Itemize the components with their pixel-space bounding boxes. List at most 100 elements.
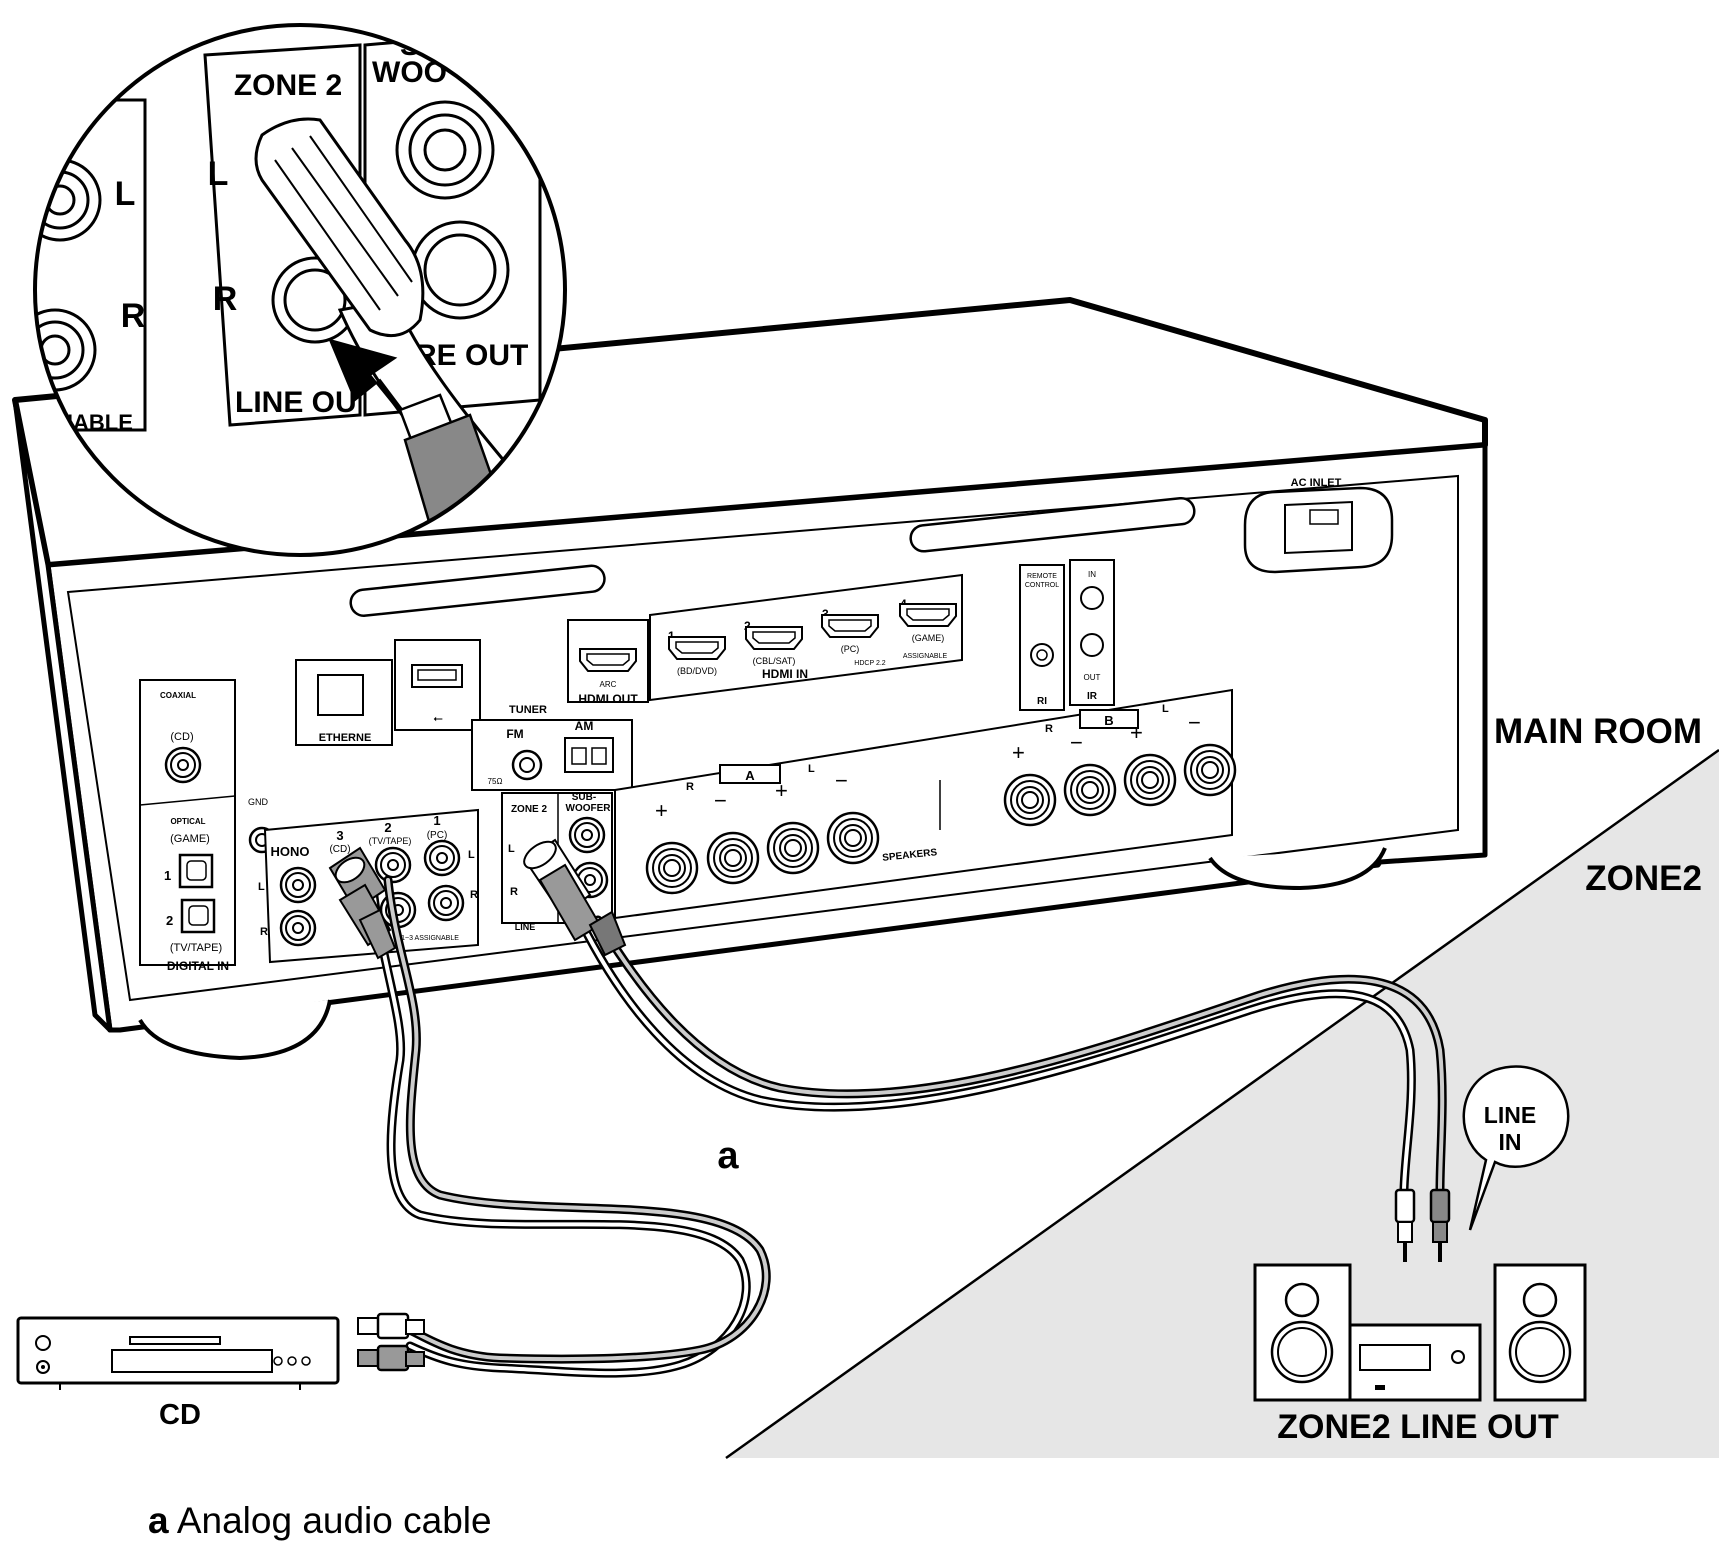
line-in-bubble — [1462, 1065, 1570, 1231]
analog-1-num: 1 — [433, 813, 440, 828]
am-label: AM — [575, 719, 594, 733]
zone2-line-out-label: ZONE2 LINE OUT — [1277, 1408, 1559, 1446]
ethernet-port[interactable] — [317, 674, 364, 716]
hdmi-in-3-name: (PC) — [841, 644, 860, 654]
analog-3-num: 3 — [336, 828, 343, 843]
analog-l: L — [468, 849, 475, 861]
speaker-a-r-plus: + — [655, 798, 668, 823]
optical-tv-tape-label: (TV/TAPE) — [170, 942, 222, 954]
phono-l: L — [258, 881, 265, 893]
ir-out-jack[interactable] — [1080, 633, 1104, 657]
analog-3-name: (CD) — [329, 844, 350, 855]
speaker-b-l-plus-post[interactable] — [1123, 753, 1177, 807]
cd-label: CD — [159, 1399, 201, 1431]
zone2-l: L — [508, 843, 515, 855]
hdmi-in-4-name: (GAME) — [912, 633, 945, 643]
fm-label: FM — [506, 727, 523, 741]
hdmi-assignable-label: ASSIGNABLE — [903, 653, 948, 660]
ac-inlet-label: AC INLET — [1291, 477, 1342, 489]
subwoofer-label-2: WOOFER — [566, 803, 612, 814]
zone-divider — [725, 748, 1719, 1460]
optical-game-label: (GAME) — [170, 833, 210, 845]
phono-r-jack[interactable] — [279, 909, 317, 947]
zone2-audio-system — [1253, 1065, 1587, 1402]
phono-r: R — [260, 926, 268, 938]
hdmi-in-ports: 1 (BD/DVD) 2 (CBL/SAT) 3 (PC) 4 (GAME) — [668, 597, 957, 676]
analog-assignable-label: 1~3 ASSIGNABLE — [401, 935, 459, 942]
cd-player — [16, 1312, 425, 1390]
arc-label: ARC — [600, 680, 617, 689]
hdmi-in-2-name: (CBL/SAT) — [753, 656, 796, 666]
analog-1-name: (PC) — [427, 830, 448, 841]
analog-2-l-jack[interactable] — [374, 846, 412, 884]
analog-1-r-jack[interactable] — [427, 884, 465, 922]
legend-text: Analog audio cable — [176, 1500, 492, 1541]
analog-2-num: 2 — [384, 820, 391, 835]
hdmi-out-port[interactable] — [579, 648, 637, 672]
gnd-label: GND — [248, 797, 269, 807]
ir-in-jack[interactable] — [1080, 586, 1104, 610]
analog-2-name: (TV/TAPE) — [369, 836, 412, 846]
mag-left-l: L — [115, 175, 136, 213]
speaker-b-l-plus: + — [1130, 720, 1143, 745]
speaker-b-r-plus-post[interactable] — [1003, 773, 1057, 827]
analog-r: R — [470, 889, 478, 901]
zone2-label: ZONE2 — [1585, 859, 1702, 898]
speaker-a-r-plus-post[interactable] — [645, 841, 699, 895]
cable-letter: a — [717, 1135, 739, 1177]
optical-label: OPTICAL — [170, 817, 205, 826]
main-room-label: MAIN ROOM — [1494, 712, 1702, 751]
subwoofer-jack-1[interactable] — [568, 816, 606, 854]
coaxial-jack[interactable] — [164, 746, 202, 784]
coaxial-cd-label: (CD) — [170, 731, 193, 743]
digital-in-label: DIGITAL IN — [167, 959, 229, 973]
speaker-a-l: L — [808, 763, 815, 775]
legend: a Analog audio cable — [148, 1500, 492, 1542]
remote-control-label-2: CONTROL — [1025, 582, 1059, 589]
zone2-out-label: ZONE 2 — [511, 804, 548, 815]
optical-1-num: 1 — [164, 868, 171, 883]
phono-l-jack[interactable] — [279, 866, 317, 904]
ethernet-label: ETHERNE — [319, 732, 372, 744]
hdmi-in-4-port[interactable] — [899, 603, 957, 627]
hdmi-in-1-port[interactable] — [668, 636, 726, 660]
line-in-label-1: LINE — [1484, 1102, 1536, 1128]
speaker-a-l-plus: + — [775, 778, 788, 803]
speaker-b-l: L — [1162, 703, 1169, 715]
speaker-b-r-minus-post[interactable] — [1063, 763, 1117, 817]
ir-label: IR — [1087, 691, 1098, 702]
hdmi-in-2-port[interactable] — [745, 626, 803, 650]
hdmi-in-1-name: (BD/DVD) — [677, 666, 717, 676]
rca-plugs-receiver — [328, 838, 627, 960]
phono-label: HONO — [271, 844, 310, 859]
coaxial-label: COAXIAL — [160, 691, 196, 700]
hdmi-in-3-port[interactable] — [821, 614, 879, 638]
magnified-zone2-terminal: L R NABLE ZONE 2 L R SUB WOO LINE OU PRE… — [33, 23, 567, 557]
optical-2-num: 2 — [166, 913, 173, 928]
analog-1-l-jack[interactable] — [423, 839, 461, 877]
speaker-a-l-plus-post[interactable] — [766, 821, 820, 875]
hdmi-out-label: HDMI OUT — [578, 692, 638, 706]
speaker-a-r-minus: − — [714, 788, 727, 813]
speaker-a-r-minus-post[interactable] — [706, 831, 760, 885]
mag-zone2-r: R — [213, 280, 238, 318]
speaker-b-r-minus: − — [1070, 730, 1083, 755]
speaker-b-r-plus: + — [1012, 740, 1025, 765]
usb-icon: ⭠ — [433, 711, 443, 725]
ohm-label: 75Ω — [488, 777, 503, 786]
analog-audio-cable — [367, 875, 1447, 1378]
speaker-b-r: R — [1045, 723, 1053, 735]
ri-label: RI — [1037, 696, 1047, 707]
speaker-a-l-minus-post[interactable] — [826, 811, 880, 865]
speaker-b-l-minus-post[interactable] — [1183, 743, 1237, 797]
remote-control-label-1: REMOTE — [1027, 573, 1057, 580]
hdmi-in-label: HDMI IN — [762, 667, 808, 681]
mag-zone2-l: L — [208, 155, 229, 193]
speaker-b-l-minus: − — [1188, 710, 1201, 735]
av-receiver: AC INLET REMOTE CONTROL RI IN OUT IR ARC… — [12, 297, 1488, 1061]
mag-line-out: LINE OU — [235, 386, 357, 419]
zone2-r: R — [510, 886, 518, 898]
zone2-line-label: LINE — [515, 922, 536, 932]
ir-in-label: IN — [1088, 570, 1096, 579]
